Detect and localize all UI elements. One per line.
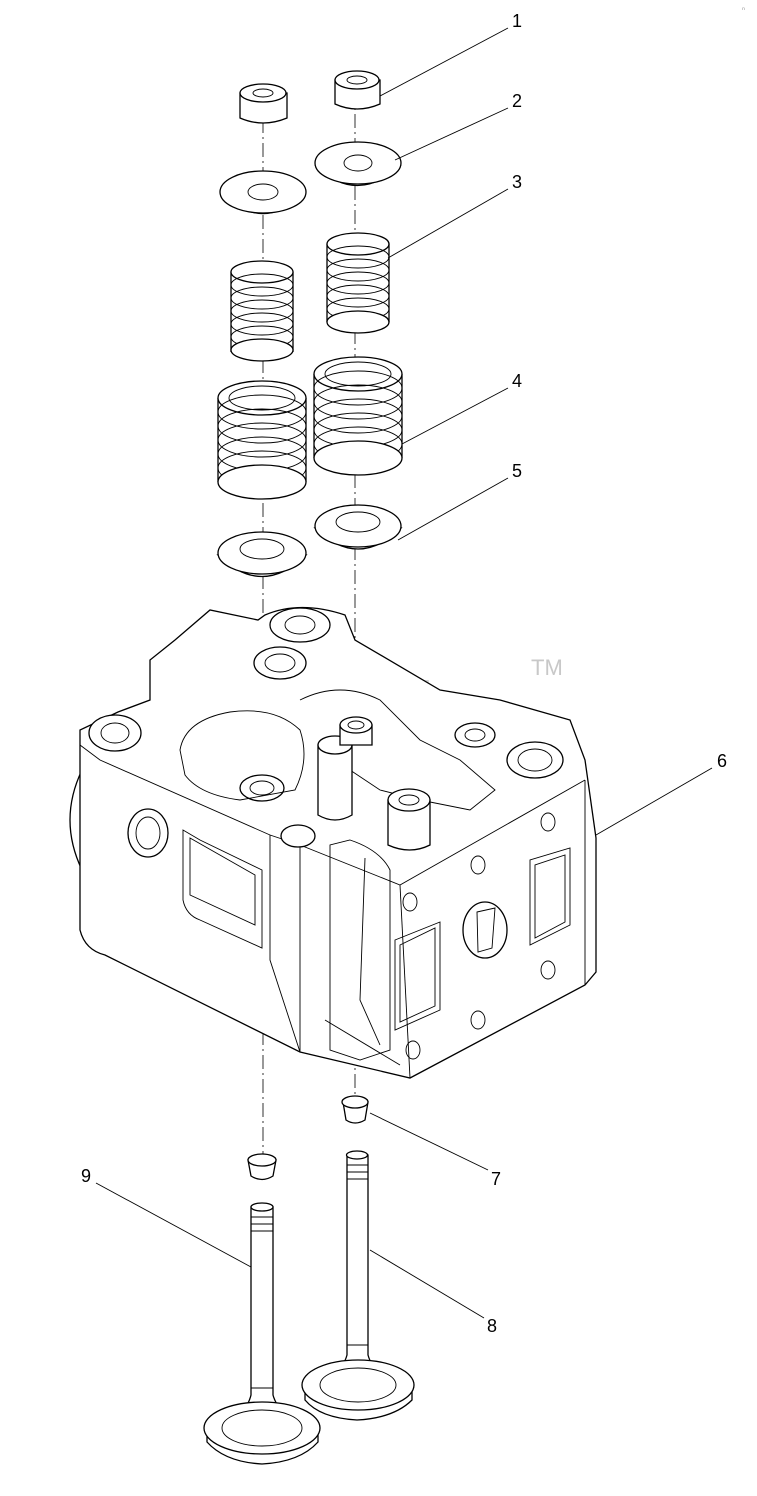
cylinder-head <box>69 606 597 1079</box>
callout-3: 3 <box>512 172 522 192</box>
inner-spring-right <box>326 232 390 334</box>
valve-stem-seal-left <box>247 1153 277 1181</box>
callout-6: 6 <box>717 751 727 771</box>
watermark-trademark: TM <box>531 655 563 680</box>
leader-7 <box>369 1112 489 1171</box>
leader-6 <box>595 767 713 836</box>
callout-8: 8 <box>487 1316 497 1336</box>
valve-key-left <box>239 83 288 124</box>
spring-seat-right <box>313 504 403 550</box>
callout-labels: 1 2 3 4 5 6 7 8 9 <box>81 11 727 1336</box>
valve-left <box>203 1202 321 1465</box>
callout-2: 2 <box>512 91 522 111</box>
spring-seat-left <box>216 531 308 577</box>
spring-retainer-right <box>314 141 402 186</box>
leader-lines <box>95 27 713 1319</box>
leader-4 <box>401 387 509 445</box>
valve-key-right <box>334 70 381 110</box>
valve-stem-seal-right <box>341 1095 369 1124</box>
outer-spring-right <box>313 356 403 476</box>
callout-9: 9 <box>81 1166 91 1186</box>
callout-1: 1 <box>512 11 522 31</box>
leader-8 <box>369 1249 485 1319</box>
leader-3 <box>387 188 509 259</box>
outer-spring-left <box>217 380 307 500</box>
leader-5 <box>397 477 509 541</box>
leader-1 <box>379 27 509 97</box>
leader-9 <box>95 1182 252 1268</box>
inner-spring-left <box>230 260 294 362</box>
corner-mark: ⁿ <box>742 5 745 14</box>
callout-4: 4 <box>512 371 522 391</box>
callout-5: 5 <box>512 461 522 481</box>
leader-2 <box>394 107 509 161</box>
valve-right <box>301 1150 415 1421</box>
callout-7: 7 <box>491 1169 501 1189</box>
spring-retainer-left <box>219 170 307 214</box>
